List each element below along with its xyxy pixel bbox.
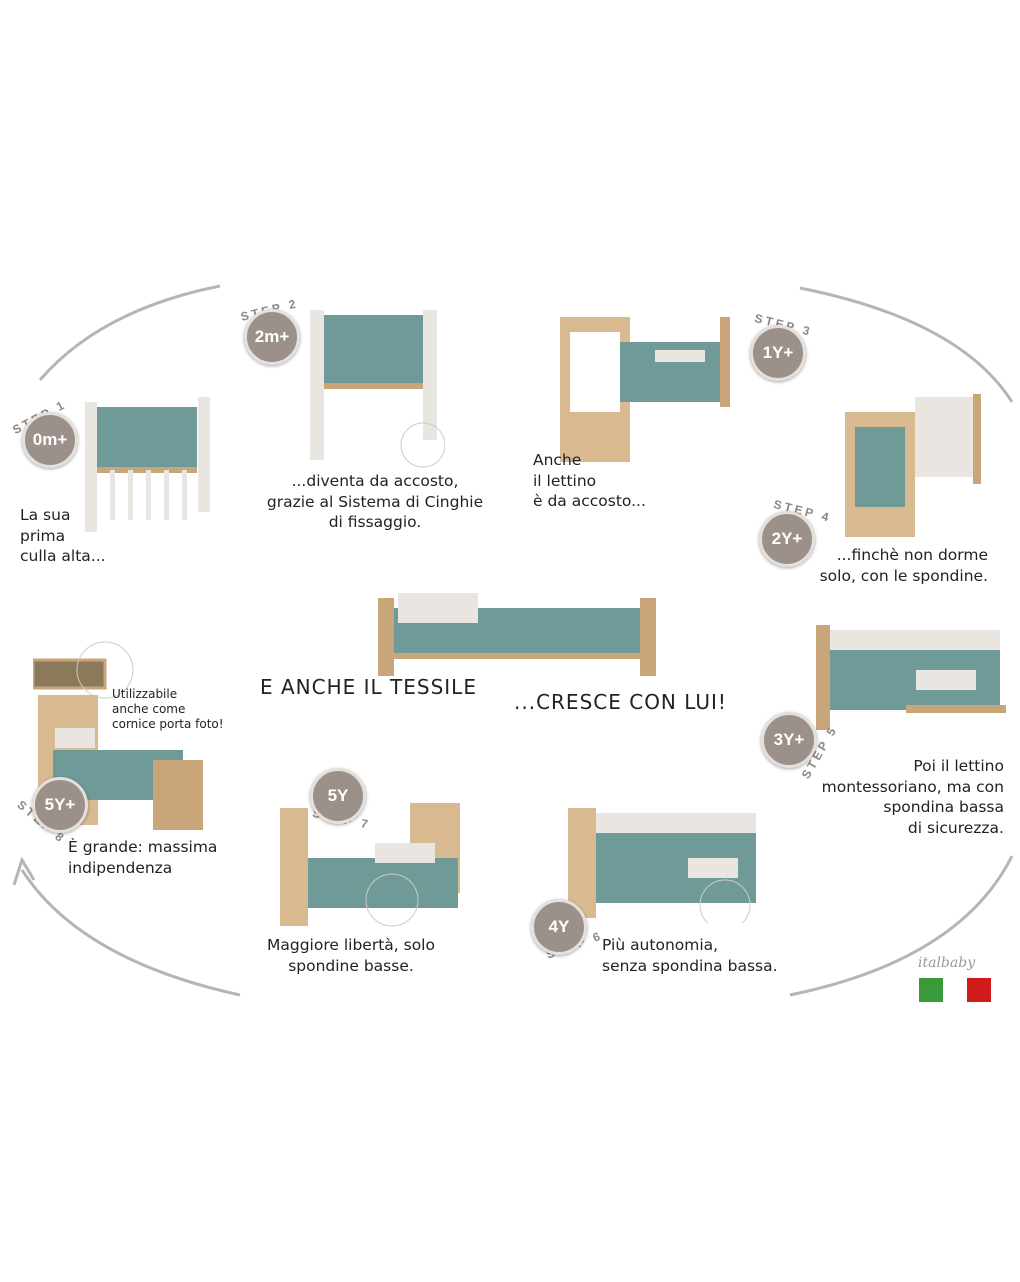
caption-step2: ...diventa da accosto, grazie al Sistema…: [266, 472, 484, 531]
crib-step2-image: [310, 310, 445, 468]
crib-step5-image: [816, 625, 1006, 730]
caption-step4: ...finchè non dorme solo, con le spondin…: [819, 546, 988, 585]
age-badge-7: 5Y: [310, 768, 366, 824]
caption-step7: Maggiore libertà, solo spondine basse.: [267, 936, 435, 975]
age-badge-2: 2m+: [244, 309, 300, 365]
crib-step6-image: [568, 808, 756, 923]
arc-top-left: [38, 284, 221, 381]
center-text-left: E ANCHE IL TESSILE: [260, 675, 477, 699]
age-badge-3: 1Y+: [750, 325, 806, 381]
caption-step1: La sua prima culla alta...: [20, 506, 106, 565]
arc-bottom-left: [20, 869, 241, 997]
arc-bottom-right: [789, 855, 1014, 997]
age-badge-4: 2Y+: [759, 511, 815, 567]
crib-step4-image: [845, 394, 981, 537]
age-badge-5: 3Y+: [761, 712, 817, 768]
age-badge-8: 5Y+: [32, 777, 88, 833]
caption-step8: È grande: massima indipendenza: [68, 838, 218, 877]
center-text-right: ...CRESCE CON LUI!: [514, 690, 727, 714]
crib-step7-image: [280, 803, 460, 927]
crib-step3-image: [560, 317, 730, 462]
age-badge-6: 4Y: [531, 899, 587, 955]
flag-green-block: [919, 978, 943, 1002]
caption-step5: Poi il lettino montessoriano, ma con spo…: [821, 757, 1004, 837]
age-badge-1: 0m+: [22, 412, 78, 468]
bed-center-image: [378, 593, 656, 676]
arc-top-right: [799, 286, 1014, 403]
photo-frame-note: Utilizzabile anche come cornice porta fo…: [112, 687, 224, 731]
caption-step3: Anche il lettino è da accosto...: [533, 451, 646, 510]
italbaby-logo: italbaby: [918, 955, 976, 971]
crib-step1-image: [85, 397, 210, 532]
arrow-head-icon: [12, 856, 36, 886]
caption-step6: Più autonomia, senza spondina bassa.: [602, 936, 778, 975]
flag-red-block: [967, 978, 991, 1002]
